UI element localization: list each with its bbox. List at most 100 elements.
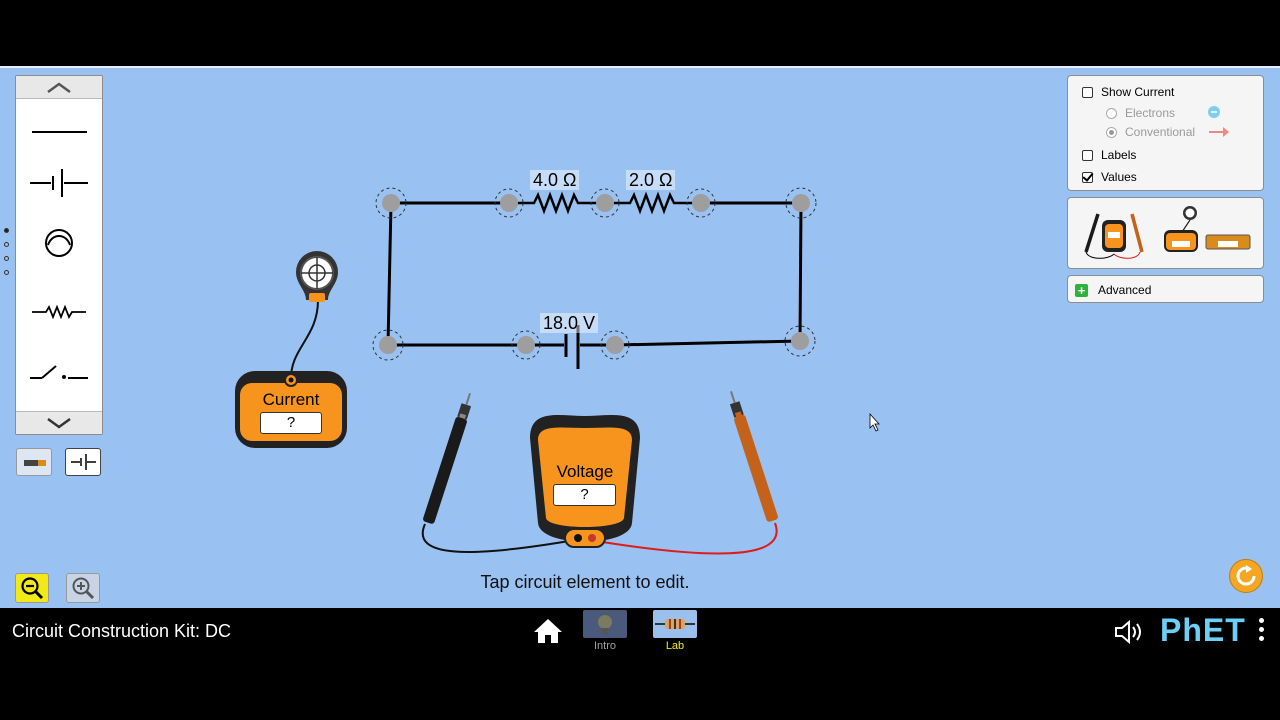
checkbox-box[interactable]: [1082, 171, 1093, 183]
reset-all-button[interactable]: [1229, 559, 1263, 593]
home-button[interactable]: [533, 618, 563, 644]
toolbox-page-indicator: [4, 228, 12, 284]
toolbox-scroll-down-button[interactable]: [16, 411, 102, 434]
zoom-out-button[interactable]: [15, 573, 49, 603]
ammeter-tool-icon[interactable]: [1160, 204, 1204, 260]
voltmeter-red-probe[interactable]: [725, 389, 778, 522]
series-ammeter-tool-icon[interactable]: [1204, 232, 1254, 252]
radio-circle[interactable]: [1106, 107, 1117, 119]
checkbox-box[interactable]: [1082, 86, 1093, 98]
sound-toggle-button[interactable]: [1113, 618, 1145, 646]
vertex[interactable]: [372, 329, 404, 361]
labels-label: Labels: [1101, 148, 1137, 162]
screen-button-lab[interactable]: Lab: [652, 610, 698, 652]
page-dot[interactable]: [4, 256, 9, 261]
vertex[interactable]: [600, 330, 630, 360]
screen-button-intro[interactable]: Intro: [582, 610, 628, 652]
toolbox-scroll-up-button[interactable]: [16, 76, 102, 99]
speaker-icon: [1115, 619, 1141, 645]
hint-text: Tap circuit element to edit.: [480, 572, 690, 592]
wire-tool[interactable]: [24, 112, 94, 152]
ammeter-cable: [289, 299, 319, 381]
wire-icon: [32, 131, 87, 133]
vertex[interactable]: [375, 187, 407, 219]
voltmeter-tool-icon[interactable]: [1078, 206, 1150, 262]
schematic-battery-icon: [71, 454, 96, 470]
wire-bottom-right[interactable]: [614, 339, 801, 347]
electron-icon: [1208, 106, 1220, 118]
resistor-2-value[interactable]: 2.0 Ω: [626, 170, 676, 190]
resistor-1-value[interactable]: 4.0 Ω: [530, 170, 580, 190]
resistor-1[interactable]: [509, 191, 605, 215]
phet-menu-button[interactable]: [1255, 618, 1267, 646]
light-bulb-icon: [598, 615, 612, 634]
display-options-panel: Show Current Electrons Conventional Labe…: [1067, 75, 1264, 191]
sensor-toolbox: [1067, 197, 1264, 269]
resistor-thumb-icon: [655, 619, 695, 629]
vertex[interactable]: [511, 330, 541, 360]
resistor-tool[interactable]: [24, 292, 94, 332]
resistor-icon: [32, 304, 86, 320]
values-label: Values: [1101, 170, 1137, 184]
navigation-bar: Circuit Construction Kit: DC Intro Lab P…: [0, 608, 1280, 654]
kebab-dot: [1258, 627, 1264, 632]
intro-screen-thumbnail: [583, 610, 627, 638]
ammeter-reading: ?: [260, 412, 322, 434]
kebab-dot: [1258, 636, 1264, 641]
sim-title: Circuit Construction Kit: DC: [12, 621, 232, 641]
wires[interactable]: [386, 201, 803, 347]
show-current-label: Show Current: [1101, 85, 1175, 99]
mouse-cursor: [869, 412, 880, 432]
voltmeter-title: Voltage: [556, 462, 614, 481]
conventional-label: Conventional: [1125, 125, 1196, 139]
advanced-label: Advanced: [1098, 283, 1152, 297]
switch-icon: [30, 365, 88, 379]
switch-tool[interactable]: [24, 354, 94, 394]
voltmeter-black-cable: [421, 523, 576, 553]
voltmeter-red-cable: [589, 522, 778, 555]
ammeter-probe[interactable]: [296, 250, 338, 302]
reset-icon: [1236, 565, 1256, 586]
phet-logo[interactable]: PhET: [1160, 612, 1246, 648]
advanced-panel[interactable]: + Advanced: [1067, 275, 1264, 303]
advanced-toggle[interactable]: + Advanced: [1075, 283, 1151, 297]
wire-left[interactable]: [386, 202, 393, 346]
vertex[interactable]: [785, 187, 817, 219]
lifelike-wire-icon: [24, 460, 46, 466]
voltmeter-black-probe[interactable]: [422, 391, 475, 524]
values-checkbox[interactable]: Values: [1082, 170, 1137, 184]
vertex[interactable]: [494, 188, 524, 218]
battery-value[interactable]: 18.0 V: [540, 313, 599, 333]
vertices[interactable]: [372, 187, 817, 361]
zoom-in-icon: [72, 577, 95, 600]
voltmeter-reading: ?: [553, 484, 616, 506]
expand-plus-icon[interactable]: +: [1075, 283, 1088, 297]
component-toolbox: [15, 75, 103, 435]
ammeter-title: Current: [262, 390, 320, 409]
light-bulb-tool[interactable]: [24, 223, 94, 263]
home-icon: [534, 619, 562, 643]
page-dot[interactable]: [4, 228, 9, 233]
screen-label-intro: Intro: [593, 640, 616, 652]
simulation-area: 4.0 Ω 2.0 Ω 18.0 V Current ? Voltage ? T…: [0, 66, 1280, 610]
checkbox-box[interactable]: [1082, 149, 1093, 161]
battery-tool[interactable]: [24, 163, 94, 203]
vertex[interactable]: [784, 325, 816, 357]
vertex[interactable]: [686, 188, 716, 218]
resistor-2[interactable]: [605, 191, 701, 215]
electrons-radio[interactable]: Electrons: [1106, 106, 1175, 120]
electrons-label: Electrons: [1125, 106, 1176, 120]
zoom-in-button[interactable]: [66, 573, 100, 603]
lifelike-view-button[interactable]: [16, 448, 52, 476]
radio-circle[interactable]: [1106, 126, 1117, 138]
conventional-radio[interactable]: Conventional: [1106, 125, 1195, 139]
chevron-down-icon: [47, 417, 71, 429]
page-dot[interactable]: [4, 242, 9, 247]
labels-checkbox[interactable]: Labels: [1082, 148, 1136, 162]
page-dot[interactable]: [4, 270, 9, 275]
schematic-view-button[interactable]: [65, 448, 101, 476]
screen-label-lab: Lab: [665, 640, 685, 652]
wire-right[interactable]: [798, 202, 803, 342]
vertex[interactable]: [590, 188, 620, 218]
show-current-checkbox[interactable]: Show Current: [1082, 85, 1174, 99]
